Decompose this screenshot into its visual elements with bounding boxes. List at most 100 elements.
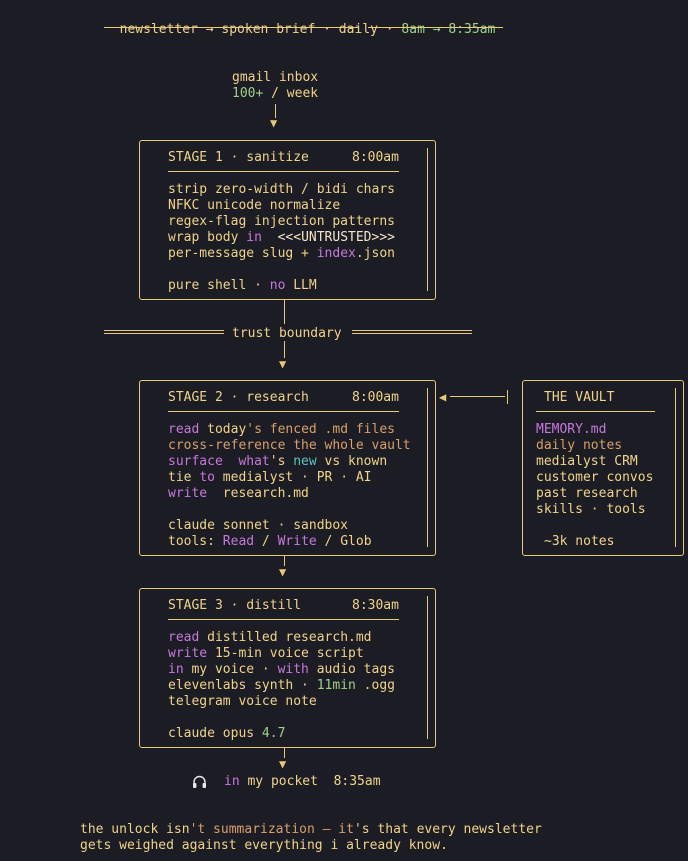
footer-line-1-b: 't summarization — it	[189, 822, 354, 837]
stage3-line-2: write 15-min voice script	[168, 646, 364, 662]
headphones-icon	[193, 775, 206, 788]
delivery-keyword: in	[224, 774, 240, 789]
vault-item-crm: medialyst CRM	[536, 454, 638, 469]
stage2-line-1-keyword: read	[168, 422, 200, 437]
stage1-line-2: NFKC unicode normalize	[168, 198, 341, 213]
stage2-footer-2: tools: Read / Write / Glob	[168, 534, 372, 550]
vault-item-daily-notes: daily notes	[536, 438, 623, 453]
header-schedule: 8am → 8:35am	[401, 22, 496, 37]
stage3-line-2-b: 15-min voice script	[207, 646, 364, 661]
stage1-line-4: wrap body in <<<UNTRUSTED>>>	[168, 230, 395, 246]
stage2-line-1-b: today	[199, 422, 247, 437]
stage1-title-rule	[168, 171, 399, 172]
stage2-tool-read: Read	[222, 534, 255, 549]
boundary-rule-right-top	[352, 330, 472, 331]
stage1-inner-edge	[427, 148, 428, 291]
stage2-line-4-a: tie	[168, 470, 200, 485]
stage1-footer-keyword: no	[269, 278, 286, 293]
stage1-line-1: strip zero-width / bidi chars	[168, 182, 395, 197]
stage1-line-4-marker: <<<UNTRUSTED>>>	[261, 230, 395, 245]
arrow-down-icon: ▼	[279, 757, 287, 771]
stage3-footer: claude opus 4.7	[168, 726, 285, 742]
stage2-tools-sep: /	[254, 534, 278, 549]
stage2-line-3-d: vs known	[316, 454, 388, 469]
header-title: newsletter → spoken brief · daily	[119, 22, 378, 37]
stage2-line-5: write research.md	[168, 486, 309, 502]
stage3-line-1: read distilled research.md	[168, 630, 372, 646]
trust-boundary-label: trust boundary	[232, 326, 342, 341]
stage3-line-2-keyword: write	[168, 646, 208, 661]
stage1-line-3: regex-flag injection patterns	[168, 214, 395, 229]
vault-left-tick	[507, 390, 508, 404]
stage3-line-3-keyword-a: in	[168, 662, 184, 677]
connector-stage2-stage3	[284, 555, 285, 566]
stage2-line-3-a: surface what	[168, 454, 270, 469]
stage3-time: 8:30am	[352, 598, 399, 613]
stage2-inner-edge	[427, 388, 428, 547]
stage1-line-5-c: .json	[355, 246, 395, 261]
stage3-line-4: elevenlabs synth · 11min .ogg	[168, 678, 395, 694]
stage3-line-3-keyword-b: with	[277, 662, 309, 677]
delivery-text: in my pocket 8:35am	[224, 774, 381, 790]
arrow-down-icon: ▼	[279, 565, 287, 579]
stage3-line-4-c: .ogg	[355, 678, 395, 693]
stage2-title: STAGE 2 · research	[168, 390, 309, 405]
vault-count: ~3k notes	[544, 534, 615, 549]
stage2-line-1-c: 's fenced .md files	[246, 422, 395, 437]
stage3-line-5: telegram voice note	[168, 694, 317, 709]
stage1-box	[139, 140, 436, 300]
source-volume-number: 100+	[232, 86, 264, 101]
source-volume-unit: / week	[263, 86, 319, 101]
delivery-place: my pocket	[239, 774, 334, 789]
stage1-footer-c: LLM	[285, 278, 317, 293]
header: newsletter → spoken brief · daily · 8am …	[104, 6, 496, 38]
stage3-line-1-keyword: read	[168, 630, 200, 645]
stage1-line-4-keyword: in	[246, 230, 262, 245]
source-title: gmail inbox	[232, 70, 319, 85]
delivery-time: 8:35am	[333, 774, 381, 789]
stage3-line-1-b: distilled research.md	[199, 630, 372, 645]
stage1-footer: pure shell · no LLM	[168, 278, 317, 294]
stage2-tool-glob: / Glob	[316, 534, 372, 549]
footer-line-1-a: the unlock isn	[80, 822, 190, 837]
stage3-title-rule	[168, 619, 399, 620]
stage2-box	[139, 380, 436, 556]
stage3-title: STAGE 3 · distill	[168, 598, 302, 613]
stage2-line-1: read today's fenced .md files	[168, 422, 395, 438]
stage2-line-4: tie to medialyst · PR · AI	[168, 470, 372, 486]
stage2-tool-write: Write	[277, 534, 317, 549]
stage3-footer-model: claude opus	[168, 726, 262, 741]
stage1-line-5-keyword: index	[316, 246, 356, 261]
stage3-footer-version: 4.7	[261, 726, 286, 741]
stage3-line-3-b: my voice ·	[183, 662, 278, 677]
stage1-title: STAGE 1 · sanitize	[168, 150, 309, 165]
stage2-line-4-keyword: to	[199, 470, 215, 485]
stage1-time: 8:00am	[352, 150, 399, 165]
stage1-line-5-a: per-message slug +	[168, 246, 317, 261]
boundary-rule-left-bottom	[104, 333, 224, 334]
header-underline-right	[368, 27, 503, 28]
connector-boundary-stage2	[284, 341, 285, 358]
stage2-line-5-keyword: write	[168, 486, 208, 501]
stage2-line-3-highlight: new	[293, 454, 317, 469]
stage3-line-4-a: elevenlabs synth ·	[168, 678, 317, 693]
stage2-line-4-c: medialyst · PR · AI	[214, 470, 372, 485]
connector-vault-stage2	[450, 396, 505, 397]
vault-title-rule	[536, 411, 655, 412]
vault-item-research: past research	[536, 486, 638, 501]
vault-inner-edge	[675, 388, 676, 547]
arrow-left-icon: ◀	[439, 390, 447, 404]
stage2-line-5-b: research.md	[207, 486, 309, 501]
connector-stage1-boundary	[284, 299, 285, 324]
stage2-footer-1: claude sonnet · sandbox	[168, 518, 349, 533]
stage2-time: 8:00am	[352, 390, 399, 405]
vault-title: THE VAULT	[544, 390, 615, 405]
source-volume: 100+ / week	[232, 86, 318, 102]
boundary-rule-right-bottom	[352, 333, 472, 334]
header-underline-left	[104, 27, 359, 28]
vault-box	[522, 380, 684, 556]
vault-item-skills: skills · tools	[536, 502, 646, 517]
stage3-box	[139, 588, 436, 748]
arrow-down-icon: ▼	[279, 357, 287, 371]
vault-item-memory: MEMORY.md	[536, 422, 607, 437]
